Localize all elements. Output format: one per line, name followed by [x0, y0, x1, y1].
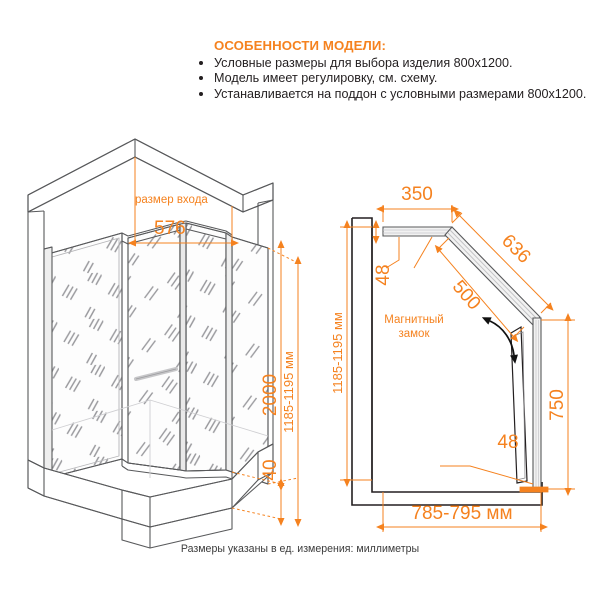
magnetic-lock-label-line2: замок: [398, 328, 430, 340]
magnetic-lock-label-line1: Магнитный: [384, 314, 443, 326]
dim-door-inner: [434, 237, 525, 343]
glass-door-right: [185, 222, 227, 472]
feature-text: Условные размеры для выбора изделия 800x…: [214, 56, 513, 70]
bullet-icon: [199, 61, 203, 65]
plan-door-inner-value: 500: [448, 277, 485, 315]
feature-item: Модель имеет регулировку, см. схему.: [196, 71, 588, 86]
plan-top-fixed-panel: [382, 226, 453, 237]
frame-right-post: [225, 232, 233, 473]
plan-side-depth-value: 750: [547, 389, 568, 421]
tray-height-value: 40: [260, 459, 281, 480]
plan-bottom-pad: [519, 486, 549, 493]
dim-overall-depth: [340, 220, 372, 487]
door-handle: [134, 367, 178, 381]
units-note: Размеры указаны в ед. измерения: миллиме…: [180, 543, 420, 555]
feature-text: Устанавливается на поддон с условными ра…: [214, 86, 587, 101]
feature-item: Условные размеры для выбора изделия 800x…: [196, 56, 588, 71]
plan-profile-bottom-value: 48: [497, 432, 518, 453]
dim-overall-width: [376, 492, 548, 532]
plan-angled-door: [444, 226, 541, 326]
features-title: ОСОБЕННОСТИ МОДЕЛИ:: [214, 38, 386, 53]
glass-panel-right: [231, 236, 269, 485]
plan-overall-depth-value: 1185-1195 мм: [330, 312, 345, 394]
plan-top-width-value: 350: [401, 184, 433, 205]
entrance-size-label: размер входа: [135, 194, 208, 206]
iso-dimensions: [128, 157, 302, 527]
feature-text: Модель имеет регулировку, см. схему.: [214, 71, 438, 86]
bullet-icon: [199, 76, 203, 81]
isometric-shower-cabin: [27, 138, 274, 549]
feature-item: Устанавливается на поддон с условными ра…: [196, 87, 588, 102]
dim-entrance-width: [128, 157, 239, 247]
dim-side-depth: [541, 313, 575, 496]
tray-floor-lines: [51, 399, 269, 478]
lock-leader-line: [413, 236, 433, 269]
glass-panel-left: [47, 232, 123, 479]
dim-profile-top: [372, 220, 400, 269]
features-block: ОСОБЕННОСТИ МОДЕЛИ: Условные размеры для…: [196, 38, 588, 102]
dim-profile-bottom: [440, 465, 534, 485]
plan-door-outer-value: 636: [497, 230, 534, 267]
glass-door-left: [127, 223, 181, 471]
plan-right-side-post: [532, 317, 542, 490]
dim-top-width: [376, 205, 459, 222]
overall-height-value: 1185-1195 мм: [281, 351, 296, 433]
frame-center-mullion: [179, 222, 187, 472]
plan-profile-top-value: 48: [373, 264, 394, 285]
cabin-left-wall: [27, 195, 45, 469]
shower-tray: [27, 443, 274, 549]
entrance-width-value: 576: [154, 218, 186, 239]
plan-dimensions: [340, 205, 575, 532]
frame-bottom-rail: [121, 458, 233, 480]
door-swing-arrow: [481, 317, 518, 364]
glass-height-value: 2000: [260, 374, 281, 416]
frame-left-post: [43, 246, 53, 480]
plan-overall-width-value: 785-795 мм: [411, 503, 512, 524]
features-list: Условные размеры для выбора изделия 800x…: [196, 56, 588, 102]
bullet-icon: [199, 91, 203, 96]
